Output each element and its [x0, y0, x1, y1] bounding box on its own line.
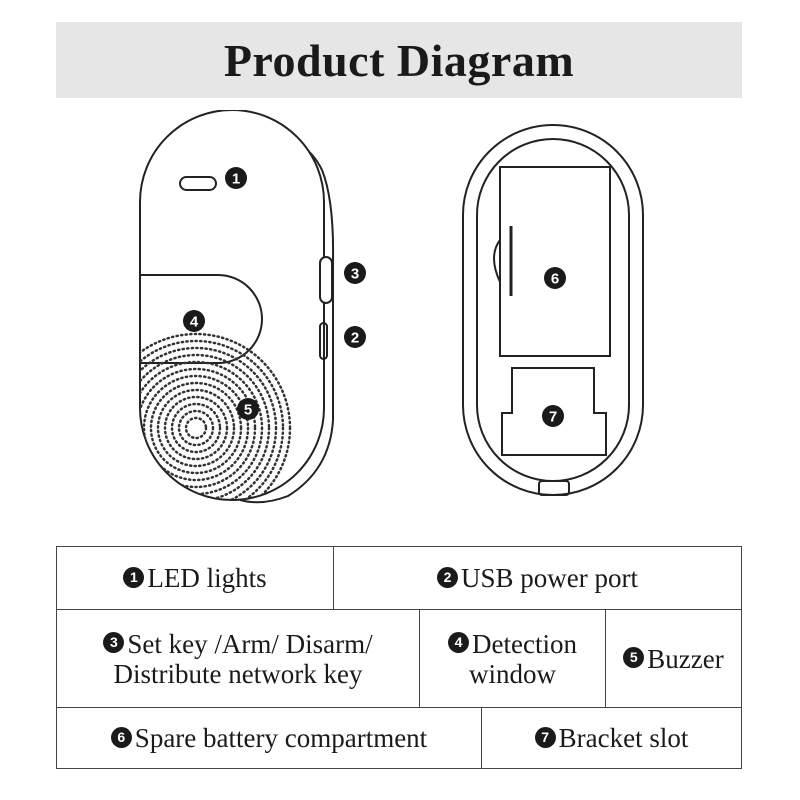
legend-cell-battery-compartment: 6 Spare battery compartment	[57, 708, 481, 768]
legend-label: LED lights	[147, 563, 267, 593]
legend-table: 1 LED lights 2 USB power port 3 Set key …	[56, 546, 742, 769]
callout-3: 3	[344, 262, 366, 284]
legend-row: 1 LED lights 2 USB power port	[57, 547, 741, 609]
legend-number-badge: 1	[123, 566, 145, 588]
callout-1: 1	[225, 167, 247, 189]
page-title: Product Diagram	[223, 34, 575, 86]
legend-row: 6 Spare battery compartment 7 Bracket sl…	[57, 707, 741, 768]
legend-cell-detection-window: 4 Detection window	[419, 610, 605, 707]
legend-number-badge: 5	[623, 647, 645, 668]
legend-row: 3 Set key /Arm/ Disarm/ Distribute netwo…	[57, 609, 741, 707]
battery-compartment	[499, 166, 611, 357]
buzzer-ring	[140, 367, 257, 489]
title-bar: Product Diagram	[56, 22, 742, 98]
legend-number-badge: 3	[103, 632, 125, 653]
legend-number-badge: 6	[110, 726, 132, 748]
legend-cell-bracket-slot: 7 Bracket slot	[481, 708, 741, 768]
callout-6-label: 6	[551, 271, 559, 288]
callout-2: 2	[344, 326, 366, 348]
buzzer-ring	[140, 332, 292, 500]
callout-5: 5	[237, 398, 259, 420]
callout-5-label: 5	[244, 402, 252, 419]
buzzer-ring	[140, 339, 285, 500]
set-key	[319, 256, 333, 304]
back-body-outer	[462, 124, 644, 496]
callout-2-label: 2	[351, 330, 359, 347]
buzzer-ring	[177, 409, 215, 447]
callout-7-label: 7	[549, 409, 557, 426]
callout-4-label: 4	[190, 314, 199, 331]
legend-cell-buzzer: 5 Buzzer	[605, 610, 741, 707]
legend-label: Bracket slot	[558, 723, 689, 753]
diagram-svg: 1 2 3 4 5 6 7	[139, 110, 644, 504]
legend-label-line2: Distribute network key	[113, 658, 363, 689]
legend-cell-led-lights: 1 LED lights	[57, 547, 333, 609]
legend-cell-usb-port: 2 USB power port	[333, 547, 741, 609]
legend-number-badge: 4	[448, 632, 470, 653]
buzzer-ring	[140, 346, 278, 500]
buzzer-ring	[149, 381, 243, 475]
legend-label: Spare battery compartment	[134, 723, 428, 753]
buzzer-ring	[184, 416, 208, 440]
product-diagram: 1 2 3 4 5 6 7	[0, 110, 800, 530]
callout-3-label: 3	[351, 266, 359, 283]
callout-1-label: 1	[232, 171, 240, 188]
buzzer-ring	[170, 402, 222, 454]
legend-cell-set-key: 3 Set key /Arm/ Disarm/ Distribute netwo…	[57, 610, 419, 707]
buzzer-ring	[140, 353, 271, 500]
front-view	[139, 110, 335, 504]
callout-7: 7	[542, 405, 564, 427]
battery-tab	[493, 239, 501, 283]
legend-label-line2: window	[469, 658, 556, 689]
bottom-tab	[538, 480, 570, 496]
callout-4: 4	[183, 310, 205, 332]
legend-label-line1: Set key /Arm/ Disarm/	[127, 628, 373, 659]
legend-number-badge: 2	[437, 566, 458, 588]
legend-label-line1: Detection	[472, 628, 577, 659]
buzzer-grille	[140, 332, 292, 500]
back-view	[462, 124, 644, 496]
legend-number-badge: 7	[534, 726, 556, 748]
buzzer-ring	[156, 388, 236, 468]
buzzer-ring	[163, 395, 229, 461]
legend-label: USB power port	[461, 563, 638, 593]
buzzer-ring	[142, 374, 250, 482]
back-body-inner	[476, 138, 630, 482]
led-light	[179, 176, 217, 191]
legend-label: Buzzer	[647, 643, 724, 674]
callout-6: 6	[544, 267, 566, 289]
usb-port	[319, 322, 328, 360]
